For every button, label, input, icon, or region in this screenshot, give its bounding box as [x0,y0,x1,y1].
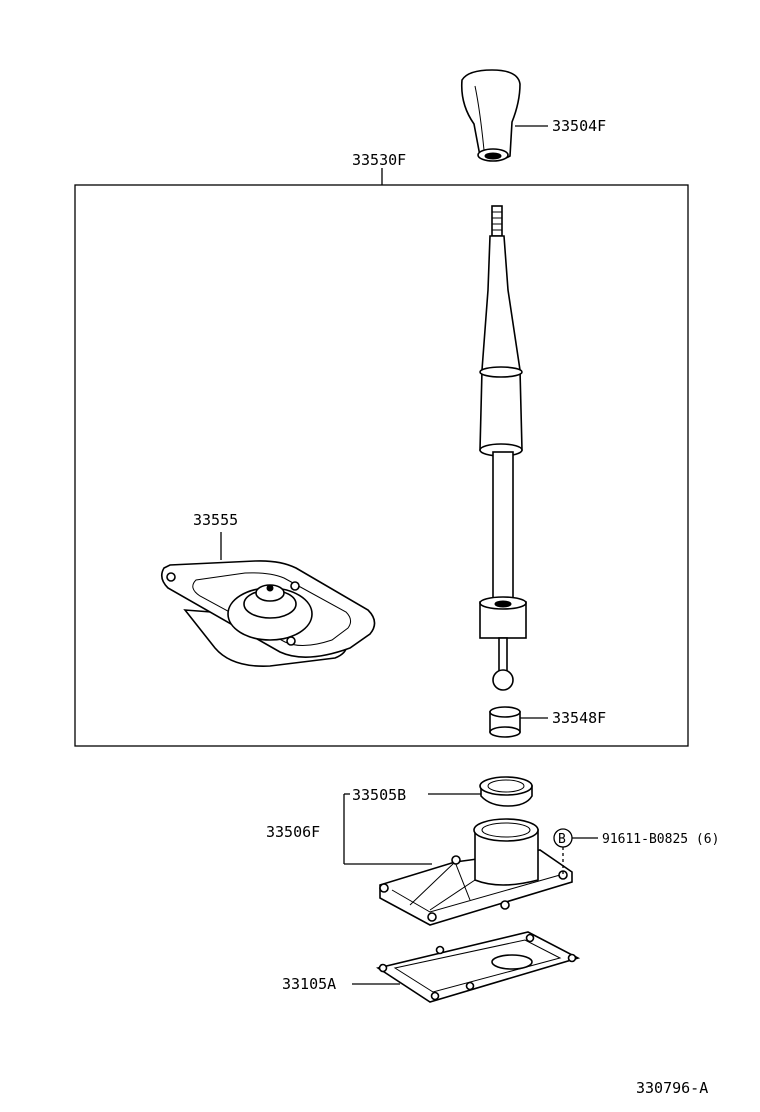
label-bolt: 91611-B0825 (6) [602,832,719,847]
label-shift-knob: 33504F [552,117,606,135]
assembly-frame [74,184,689,747]
gasket [376,931,581,1003]
housing [379,818,573,926]
shift-lever [479,205,527,691]
shift-knob [460,69,521,162]
label-bolt-mark: B [558,832,566,847]
label-boot-retainer: 33555 [193,511,238,529]
bushing [489,706,521,738]
boot-retainer [160,560,376,667]
label-diagram-code: 330796-A [636,1079,708,1097]
label-seat: 33505B [352,786,406,804]
label-lever-assembly: 33530F [352,151,406,169]
label-housing: 33506F [266,823,320,841]
label-gasket: 33105A [282,975,336,993]
seat [479,776,533,807]
label-bushing: 33548F [552,709,606,727]
